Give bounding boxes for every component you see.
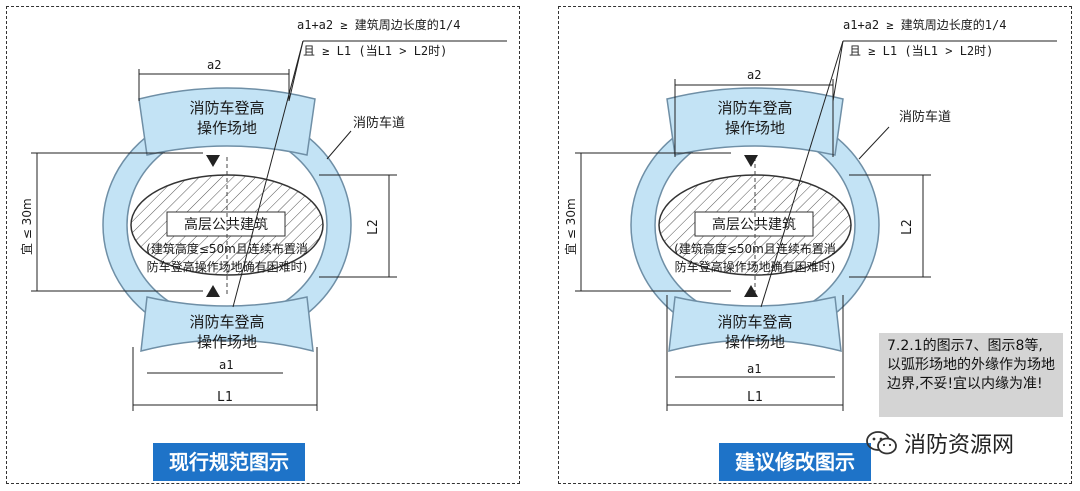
top-area-line1: 消防车登高 — [189, 99, 264, 117]
top-note-line1: a1+a2 ≥ 建筑周边长度的1/4 — [843, 17, 1006, 32]
top-area-line2: 操作场地 — [197, 119, 257, 137]
wechat-icon — [866, 430, 898, 456]
building-note-line2: 防车登高操作场地确有困难时) — [147, 259, 308, 274]
top-area-line1: 消防车登高 — [717, 99, 792, 117]
label-L1: L1 — [747, 390, 763, 405]
panel-current: a1+a2 ≥ 建筑周边长度的1/4 且 ≥ L1 (当L1 > L2时) a2… — [6, 6, 520, 484]
leader-note-line-b — [288, 40, 304, 102]
leader-note-line-b — [832, 40, 844, 102]
top-note-line2: 且 ≥ L1 (当L1 > L2时) — [303, 44, 447, 58]
bottom-area-line1: 消防车登高 — [189, 313, 264, 331]
bottom-area-line2: 操作场地 — [197, 333, 257, 351]
bottom-area-line1: 消防车登高 — [717, 313, 792, 331]
bottom-operating-area — [140, 296, 314, 352]
building-note-line2: 防车登高操作场地确有困难时) — [675, 259, 836, 274]
leader-note-line-a — [760, 40, 844, 308]
label-a2: a2 — [207, 58, 221, 72]
caption-current: 现行规范图示 — [153, 443, 305, 481]
diagram-current: a1+a2 ≥ 建筑周边长度的1/4 且 ≥ L1 (当L1 > L2时) a2… — [19, 17, 507, 411]
bottom-operating-area — [668, 296, 842, 352]
arrow-down-icon — [744, 155, 758, 167]
caption-proposed: 建议修改图示 — [719, 443, 871, 481]
leader-road — [858, 126, 890, 160]
bottom-area-line2: 操作场地 — [725, 333, 785, 351]
building-label: 高层公共建筑 — [184, 216, 268, 233]
building-label-box — [166, 211, 286, 237]
label-L2: L2 — [366, 219, 381, 235]
top-operating-area — [138, 87, 316, 156]
building-note-line1: (建筑高度≤50m且连续布置消 — [146, 241, 308, 256]
label-30m: 宜 ≤ 30m — [19, 198, 34, 255]
label-a1: a1 — [747, 362, 761, 376]
top-operating-area — [666, 87, 844, 156]
arrow-down-icon — [206, 155, 220, 167]
road-label: 消防车道 — [353, 115, 405, 131]
top-note-line2: 且 ≥ L1 (当L1 > L2时) — [849, 44, 993, 58]
label-a1: a1 — [219, 358, 233, 372]
comment-note: 7.2.1的图示7、图示8等,以弧形场地的外缘作为场地边界,不妥!宜以内缘为准! — [879, 333, 1063, 417]
leader-note-line-a — [232, 40, 304, 308]
road-label: 消防车道 — [899, 109, 951, 125]
top-area-line2: 操作场地 — [725, 119, 785, 137]
building-label: 高层公共建筑 — [712, 216, 796, 233]
label-L2: L2 — [900, 219, 915, 235]
arrow-up-icon — [744, 285, 758, 297]
brand-watermark: 消防资源网 — [866, 428, 1014, 458]
top-note-line1: a1+a2 ≥ 建筑周边长度的1/4 — [297, 17, 460, 32]
diagram-proposed: a1+a2 ≥ 建筑周边长度的1/4 且 ≥ L1 (当L1 > L2时) a2… — [563, 17, 1057, 411]
label-30m: 宜 ≤ 30m — [563, 198, 578, 255]
leader-road — [326, 130, 352, 160]
brand-name: 消防资源网 — [904, 433, 1015, 458]
label-L1: L1 — [217, 390, 233, 405]
panel-proposed: a1+a2 ≥ 建筑周边长度的1/4 且 ≥ L1 (当L1 > L2时) a2… — [558, 6, 1072, 484]
building-note-line1: (建筑高度≤50m且连续布置消 — [674, 241, 836, 256]
label-a2: a2 — [747, 68, 761, 82]
arrow-up-icon — [206, 285, 220, 297]
building-label-box — [694, 211, 814, 237]
